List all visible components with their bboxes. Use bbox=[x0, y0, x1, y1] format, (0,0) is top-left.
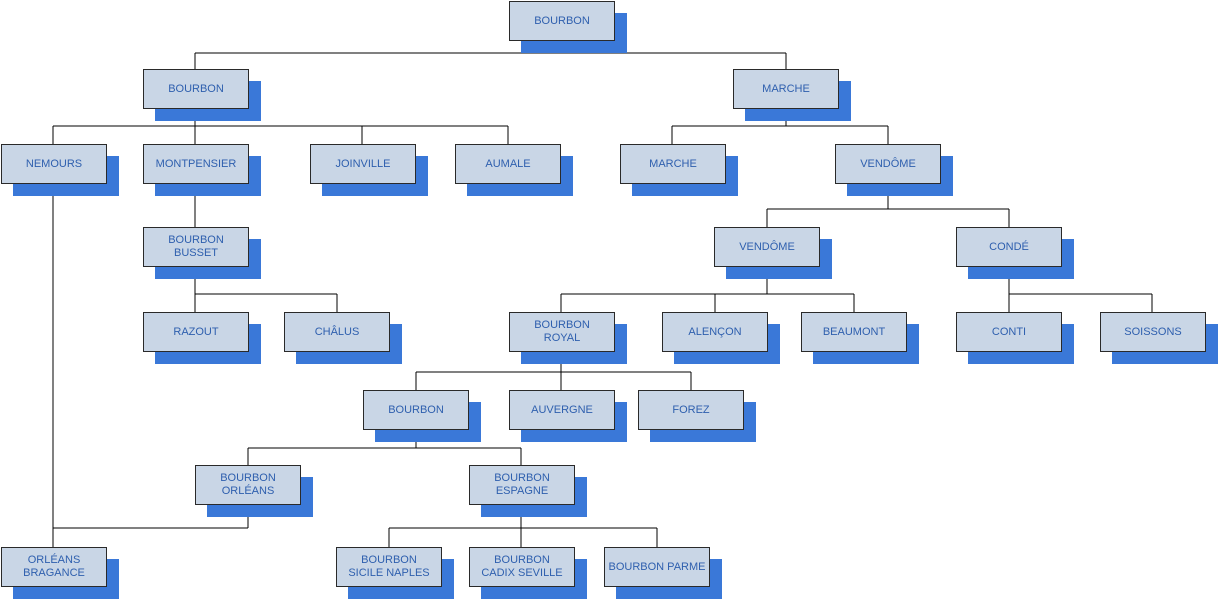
node-label: CHÂLUS bbox=[284, 312, 390, 352]
node-label: VENDÔME bbox=[835, 144, 941, 184]
node-vendome-l3: VENDÔME bbox=[835, 144, 953, 196]
node-label: BOURBON ROYAL bbox=[509, 312, 615, 352]
node-forez: FOREZ bbox=[638, 390, 756, 442]
node-conti: CONTI bbox=[956, 312, 1074, 364]
node-label: BOURBON bbox=[143, 69, 249, 109]
node-label: BOURBON CADIX SEVILLE bbox=[469, 547, 575, 587]
node-label: JOINVILLE bbox=[310, 144, 416, 184]
node-auvergne: AUVERGNE bbox=[509, 390, 627, 442]
node-root: BOURBON bbox=[509, 1, 627, 53]
node-vendome-l4: VENDÔME bbox=[714, 227, 832, 279]
node-label: CONTI bbox=[956, 312, 1062, 352]
node-bourbon-royal: BOURBON ROYAL bbox=[509, 312, 627, 364]
node-bourbon-l2: BOURBON bbox=[143, 69, 261, 121]
node-soissons: SOISSONS bbox=[1100, 312, 1218, 364]
node-bourbon-orleans: BOURBON ORLÉANS bbox=[195, 465, 313, 517]
node-label: MARCHE bbox=[620, 144, 726, 184]
node-montpensier: MONTPENSIER bbox=[143, 144, 261, 196]
node-joinville: JOINVILLE bbox=[310, 144, 428, 196]
node-label: MONTPENSIER bbox=[143, 144, 249, 184]
node-label: VENDÔME bbox=[714, 227, 820, 267]
node-label: BOURBON SICILE NAPLES bbox=[336, 547, 442, 587]
node-aumale: AUMALE bbox=[455, 144, 573, 196]
node-label: SOISSONS bbox=[1100, 312, 1206, 352]
node-bourbon-espagne: BOURBON ESPAGNE bbox=[469, 465, 587, 517]
node-orleans-bragance: ORLÉANS BRAGANCE bbox=[1, 547, 119, 599]
node-label: BOURBON BUSSET bbox=[143, 227, 249, 267]
node-marche-l2: MARCHE bbox=[733, 69, 851, 121]
node-label: BEAUMONT bbox=[801, 312, 907, 352]
node-label: FOREZ bbox=[638, 390, 744, 430]
node-bourbon-cadix-seville: BOURBON CADIX SEVILLE bbox=[469, 547, 587, 599]
node-label: RAZOUT bbox=[143, 312, 249, 352]
node-label: AUMALE bbox=[455, 144, 561, 184]
node-label: BOURBON bbox=[509, 1, 615, 41]
node-label: BOURBON ORLÉANS bbox=[195, 465, 301, 505]
node-label: BOURBON bbox=[363, 390, 469, 430]
node-label: NEMOURS bbox=[1, 144, 107, 184]
node-bourbon-sicile-naples: BOURBON SICILE NAPLES bbox=[336, 547, 454, 599]
node-label: ALENÇON bbox=[662, 312, 768, 352]
node-label: BOURBON ESPAGNE bbox=[469, 465, 575, 505]
node-bourbon-parme: BOURBON PARME bbox=[604, 547, 722, 599]
node-alencon: ALENÇON bbox=[662, 312, 780, 364]
node-bourbon-l6: BOURBON bbox=[363, 390, 481, 442]
node-razout: RAZOUT bbox=[143, 312, 261, 364]
node-label: MARCHE bbox=[733, 69, 839, 109]
node-nemours: NEMOURS bbox=[1, 144, 119, 196]
node-beaumont: BEAUMONT bbox=[801, 312, 919, 364]
node-chalus: CHÂLUS bbox=[284, 312, 402, 364]
node-label: CONDÉ bbox=[956, 227, 1062, 267]
node-conde: CONDÉ bbox=[956, 227, 1074, 279]
node-bourbon-busset: BOURBON BUSSET bbox=[143, 227, 261, 279]
node-label: ORLÉANS BRAGANCE bbox=[1, 547, 107, 587]
node-label: AUVERGNE bbox=[509, 390, 615, 430]
node-marche-l3: MARCHE bbox=[620, 144, 738, 196]
node-label: BOURBON PARME bbox=[604, 547, 710, 587]
